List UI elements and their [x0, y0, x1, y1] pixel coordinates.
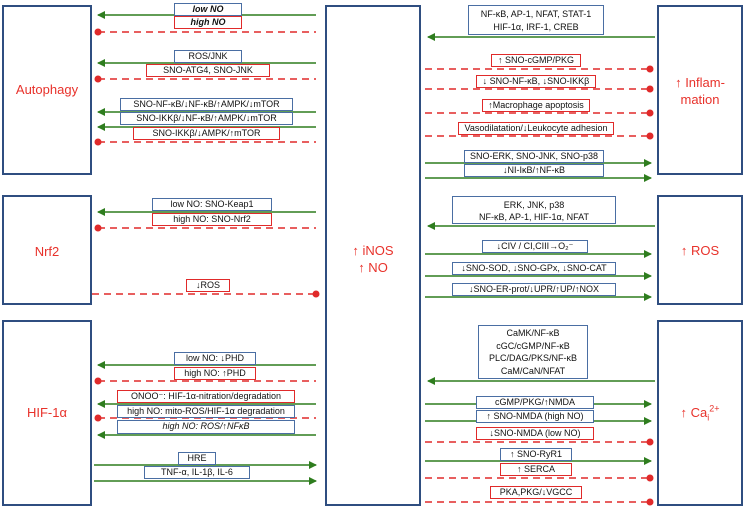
label-inflam-tf-1: NF-κB, AP-1, NFAT, STAT-1 — [480, 9, 592, 19]
label-vaso: Vasodilatation/↓Leukocyte adhesion — [458, 122, 614, 135]
autophagy-box — [2, 5, 92, 175]
label-down-ros: ↓ROS — [186, 279, 230, 292]
label-ros-jnk: ROS/JNK — [174, 50, 242, 63]
inflammation-box — [657, 5, 743, 175]
label-tnf: TNF-α, IL-1β, IL-6 — [144, 466, 250, 479]
inhibition-dot — [646, 438, 654, 446]
label-ros-tf-1: ERK, JNK, p38 — [503, 200, 565, 210]
label-nikb: ↓NI-IκB/↑NF-κB — [464, 164, 604, 177]
label-nrf2-high: high NO: SNO-Nrf2 — [152, 213, 272, 226]
label-er-prot: ↓SNO-ER-prot/↓UPR/↑UP/↑NOX — [452, 283, 616, 296]
label-serca: ↑ SERCA — [500, 463, 572, 476]
center-title-2: ↑ NO — [358, 260, 388, 275]
nrf2-box — [2, 195, 92, 305]
label-hre: HRE — [178, 452, 216, 465]
label-autophagy-2: SNO-IKKβ/↓NF-κB/↑AMPK/↓mTOR — [120, 112, 293, 125]
label-sod: ↓SNO-SOD, ↓SNO-GPx, ↓SNO-CAT — [452, 262, 616, 275]
label-hif-3-text: high NO: ROS/↑NFκB — [162, 421, 250, 431]
label-nmda-3: ↓SNO-NMDA (low NO) — [476, 427, 594, 440]
label-inflam-tf-2: HIF-1α, IRF-1, CREB — [493, 22, 579, 32]
label-sno-cgmp: ↑ SNO-cGMP/PKG — [491, 54, 581, 67]
inhibition-dot — [312, 290, 320, 298]
label-sno-erk: SNO-ERK, SNO-JNK, SNO-p38 — [464, 150, 604, 163]
label-autophagy-1: SNO-NF-κB/↓NF-κB/↑AMPK/↓mTOR — [120, 98, 293, 111]
label-low-no: low NO — [174, 3, 242, 16]
inhibition-dot — [646, 132, 654, 140]
inflammation-title-2: mation — [680, 92, 720, 107]
calcium-title: ↑ Cai2+ — [680, 403, 720, 423]
label-ros-tf-2: NF-κB, AP-1, HIF-1α, NFAT — [478, 212, 590, 222]
label-ca-tf-1: CaMK/NF-κB — [506, 328, 560, 338]
label-ca-tf-2: cGC/cGMP/NF-κB — [496, 340, 570, 351]
label-ros-tf: ERK, JNK, p38 NF-κB, AP-1, HIF-1α, NFAT — [452, 196, 616, 224]
inhibition-dot — [94, 28, 102, 36]
label-autophagy-3: SNO-IKKβ/↓AMPK/↑mTOR — [133, 127, 280, 140]
calcium-box — [657, 320, 743, 506]
label-ca-tf-3: PLC/DAG/PKS/NF-κB — [488, 353, 578, 363]
label-phd-high: high NO: ↑PHD — [174, 367, 256, 380]
label-nrf2-low: low NO: SNO-Keap1 — [152, 198, 272, 211]
inhibition-dot — [94, 414, 102, 422]
label-high-no: high NO — [174, 16, 242, 29]
hif1a-box — [2, 320, 92, 506]
ros-box — [657, 195, 743, 305]
label-vgcc: PKA,PKG/↓VGCC — [490, 486, 582, 499]
center-title-1: ↑ iNOS — [352, 243, 394, 258]
inhibition-dot — [94, 75, 102, 83]
calcium-title-text: ↑ Ca — [680, 405, 708, 420]
label-phd-low: low NO: ↓PHD — [174, 352, 256, 365]
label-inflam-tf: NF-κB, AP-1, NFAT, STAT-1 HIF-1α, IRF-1,… — [468, 5, 604, 35]
inhibition-dot — [94, 224, 102, 232]
autophagy-title: Autophagy — [15, 82, 79, 97]
label-nmda-2: ↑ SNO-NMDA (high NO) — [476, 410, 594, 423]
label-sno-atg4: SNO-ATG4, SNO-JNK — [146, 64, 270, 77]
label-nmda-1: cGMP/PKG/↑NMDA — [476, 396, 594, 409]
inhibition-dot — [646, 498, 654, 506]
label-hif-1: ONOO⁻: HIF-1α-nitration/degradation — [117, 390, 295, 403]
label-ca-tf: CaMK/NF-κB cGC/cGMP/NF-κB PLC/DAG/PKS/NF… — [478, 325, 588, 379]
inhibition-dot — [646, 474, 654, 482]
hif1a-title: HIF-1α — [26, 405, 67, 420]
inhibition-dot — [94, 377, 102, 385]
label-sno-nfkb: ↓ SNO-NF-κB, ↓SNO-IKKβ — [476, 75, 596, 88]
label-ryr1: ↑ SNO-RyR1 — [500, 448, 572, 461]
inflammation-title-1: ↑ Inflam- — [675, 75, 725, 90]
label-hif-3: high NO: ROS/↑NFκB — [117, 420, 295, 434]
label-hif-2: high NO: mito-ROS/HIF-1α degradation — [117, 405, 295, 418]
nrf2-title: Nrf2 — [34, 244, 60, 259]
inhibition-dot — [94, 138, 102, 146]
inhibition-dot — [646, 109, 654, 117]
label-macro: ↑Macrophage apoptosis — [482, 99, 590, 112]
center-inos-box — [325, 5, 421, 506]
ros-title: ↑ ROS — [680, 243, 720, 258]
label-ca-tf-4: CaM/CaN/NFAT — [500, 365, 566, 376]
inhibition-dot — [646, 65, 654, 73]
inhibition-dot — [646, 85, 654, 93]
label-civ: ↓CIV / CI,CIII→O₂⁻ — [482, 240, 588, 253]
